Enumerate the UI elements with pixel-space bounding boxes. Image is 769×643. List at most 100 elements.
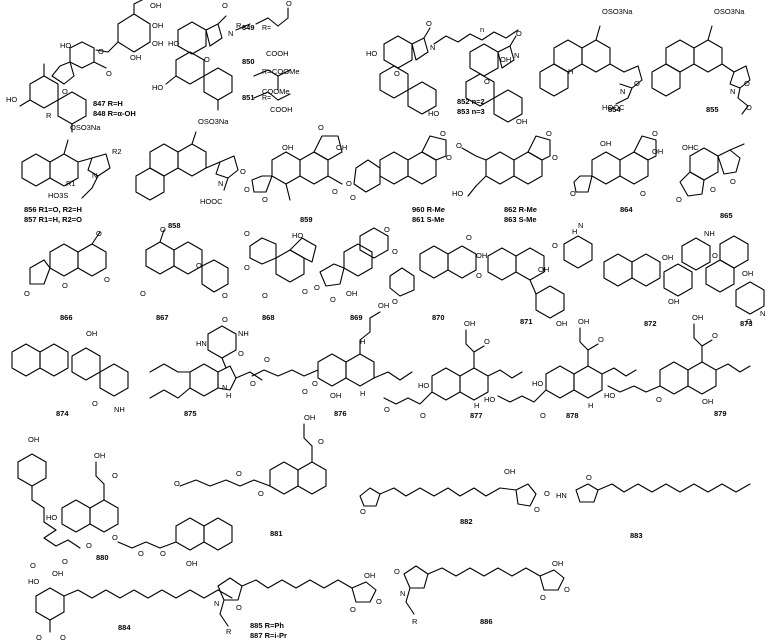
compound-label-875: 875 xyxy=(184,409,197,418)
compound-label-869: 869 xyxy=(350,313,363,322)
atom-oh: OH xyxy=(86,329,97,338)
atom-o: O xyxy=(360,507,366,516)
structure-866 xyxy=(29,231,107,285)
compound-label-884: 884 xyxy=(118,623,131,632)
atom-n: N xyxy=(218,179,223,188)
atom-o: O xyxy=(546,129,552,138)
atom-o: O xyxy=(92,399,98,408)
structure-855 xyxy=(651,25,751,115)
atom-ho: HO xyxy=(366,49,377,58)
atom-ho: HO xyxy=(428,109,439,118)
atom-coome: COOMe xyxy=(262,87,290,96)
compound-label-865: 865 xyxy=(720,211,733,220)
compound-label-867: 867 xyxy=(156,313,169,322)
atom-o: O xyxy=(244,185,250,194)
atom-o: O xyxy=(138,549,144,558)
atom-o: O xyxy=(96,229,102,238)
atom-hn: N xyxy=(760,309,765,318)
atom-h: H xyxy=(568,67,573,76)
atom-o: O xyxy=(392,297,398,306)
atom-n: N xyxy=(214,599,219,608)
atom-n: N xyxy=(400,589,405,598)
atom-oh: OH xyxy=(668,297,679,306)
atom-oh: OH xyxy=(578,317,589,326)
atom-o: O xyxy=(392,247,398,256)
atom-n: N xyxy=(730,87,735,96)
atom-o: O xyxy=(244,263,250,272)
atom-o: O xyxy=(302,387,308,396)
atom-o: O xyxy=(534,505,540,514)
atom-o: O xyxy=(456,141,462,150)
atom-o: O xyxy=(318,123,324,132)
r-group-label: R= xyxy=(262,95,271,102)
atom-o: O xyxy=(30,561,36,570)
compound-label-849: 849 xyxy=(242,23,255,32)
atom-hn: HN xyxy=(196,339,207,348)
compound-label-882: 882 xyxy=(460,517,473,526)
atom-o: O xyxy=(376,597,382,606)
atom-oh: OH xyxy=(504,467,515,476)
structure-886 xyxy=(403,565,565,615)
atom-o: O xyxy=(62,281,68,290)
structure-859 xyxy=(251,135,343,201)
atom-o: O xyxy=(466,233,472,242)
atom-o: O xyxy=(302,287,308,296)
compound-label-879: 879 xyxy=(714,409,727,418)
r-group-label: R= xyxy=(262,69,271,76)
structure-884 xyxy=(35,587,233,633)
atom-o: O xyxy=(394,69,400,78)
atom-o: O xyxy=(222,1,228,10)
atom-oh: OH xyxy=(152,21,163,30)
atom-n: N xyxy=(430,43,435,52)
atom-o: O xyxy=(484,77,490,86)
atom-h: H xyxy=(474,401,479,410)
atom-h: H xyxy=(572,227,577,236)
atom-o: O xyxy=(540,411,546,420)
atom-ohc: OHC xyxy=(682,143,699,152)
structure-864 xyxy=(573,135,657,193)
atom-o: O xyxy=(262,291,268,300)
compound-label-870: 870 xyxy=(432,313,445,322)
atom-o: O xyxy=(140,289,146,298)
atom-oso3na: OSO3Na xyxy=(714,7,745,16)
atom-o: O xyxy=(196,261,202,270)
structure-871 xyxy=(487,235,593,319)
atom-o: O xyxy=(744,79,750,88)
compound-label-887: 887 R=i-Pr xyxy=(250,631,287,640)
compound-label-886: 886 xyxy=(480,617,493,626)
compound-label-862: 862 R-Me xyxy=(504,205,537,214)
structure-868 xyxy=(249,237,317,283)
atom-oh: OH xyxy=(186,559,197,568)
atom-o: O xyxy=(420,411,426,420)
atom-oh: OH xyxy=(150,1,161,10)
atom-o: O xyxy=(236,469,242,478)
structure-854 xyxy=(539,25,643,105)
atom-ho: HO xyxy=(292,231,303,240)
structure-862-863 xyxy=(461,135,551,197)
atom-r: R xyxy=(412,617,418,626)
atom-o: O xyxy=(286,0,292,8)
atom-o: O xyxy=(258,489,264,498)
structure-880 xyxy=(17,453,119,549)
compound-label-847: 847 R=H xyxy=(93,99,123,108)
atom-r1: R1 xyxy=(66,179,76,188)
atom-n: N xyxy=(92,171,97,180)
atom-ho: HO xyxy=(152,83,163,92)
atom-o: O xyxy=(264,355,270,364)
compound-label-880: 880 xyxy=(96,553,109,562)
atom-oh: OH xyxy=(130,53,141,62)
structure-873 xyxy=(705,235,765,315)
atom-oh: OH xyxy=(94,451,105,460)
atom-oso3na: OSO3Na xyxy=(602,7,633,16)
atom-o: O xyxy=(262,195,268,204)
structure-870 xyxy=(389,245,477,297)
atom-ho: HO xyxy=(604,391,615,400)
compound-label-855: 855 xyxy=(706,105,719,114)
atom-ho: HO xyxy=(28,577,39,586)
atom-o: O xyxy=(350,193,356,202)
atom-oh: OH xyxy=(282,143,293,152)
structure-847-848 xyxy=(19,0,151,133)
compound-label-873: 873 xyxy=(740,319,753,328)
atom-o: O xyxy=(222,291,228,300)
